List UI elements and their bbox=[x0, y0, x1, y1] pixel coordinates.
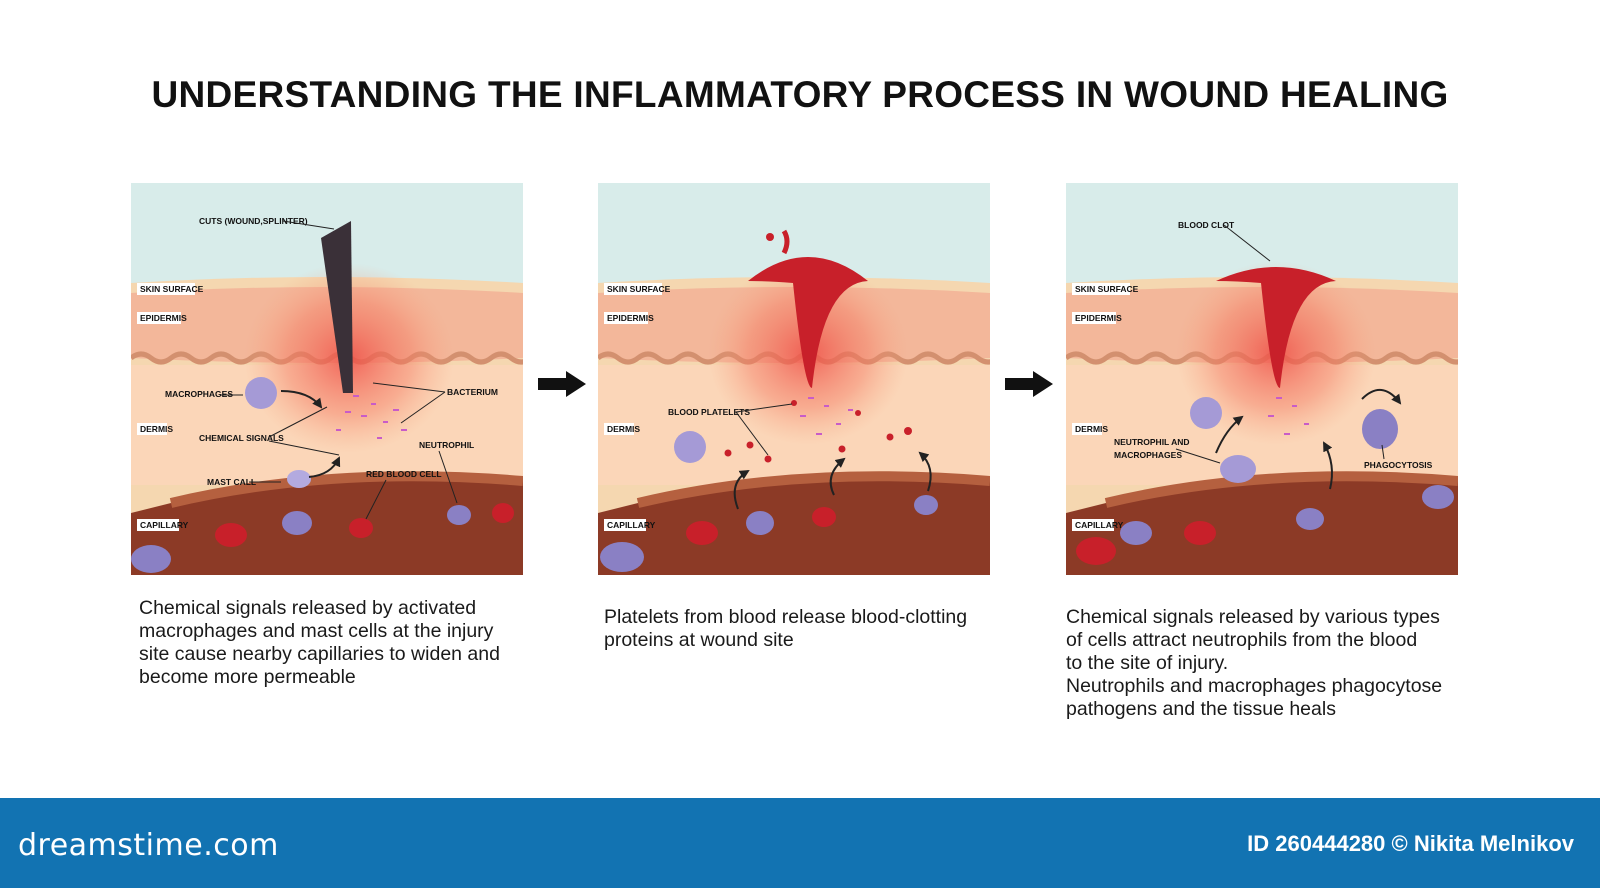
arrow-right-icon bbox=[1005, 371, 1053, 402]
macrophage-cell bbox=[245, 377, 277, 409]
label-red-blood-cell: RED BLOOD CELL bbox=[366, 469, 442, 479]
image-credit: ID 260444280 © Nikita Melnikov bbox=[1247, 831, 1574, 856]
label-cut: CUTS (WOUND,SPLINTER) bbox=[199, 216, 308, 226]
caption-panel-2: Platelets from blood release blood-clott… bbox=[604, 606, 967, 652]
caption-line: Chemical signals released by activated bbox=[139, 597, 477, 619]
panel-injury: CUTS (WOUND,SPLINTER) SKIN SURFACE EPIDE… bbox=[131, 183, 523, 575]
platelets bbox=[724, 400, 912, 463]
footer-bar: dreamstime.com ID 260444280 © Nikita Mel… bbox=[0, 798, 1600, 888]
caption-panel-3: Chemical signals released by various typ… bbox=[1066, 606, 1442, 721]
label-neutrophil: NEUTROPHIL bbox=[419, 440, 474, 450]
label-dermis: DERMIS bbox=[1075, 424, 1108, 434]
red-blood-cell bbox=[215, 523, 247, 547]
bacteria-cluster bbox=[336, 395, 407, 439]
caption-line: pathogens and the tissue heals bbox=[1066, 698, 1336, 720]
label-dermis: DERMIS bbox=[607, 424, 640, 434]
label-epidermis: EPIDERMIS bbox=[140, 313, 187, 323]
label-blood-clot: BLOOD CLOT bbox=[1178, 220, 1235, 230]
label-neutrophil-and: NEUTROPHIL AND bbox=[1114, 437, 1190, 447]
arrow-right-icon bbox=[538, 371, 586, 402]
label-capillary: CAPILLARY bbox=[140, 520, 189, 530]
label-skin-surface: SKIN SURFACE bbox=[607, 284, 671, 294]
caption-line: Neutrophils and macrophages phagocytose bbox=[1066, 675, 1443, 697]
page-title: UNDERSTANDING THE INFLAMMATORY PROCESS I… bbox=[151, 74, 1449, 115]
label-bacterium: BACTERIUM bbox=[447, 387, 498, 397]
label-skin-surface: SKIN SURFACE bbox=[1075, 284, 1139, 294]
panel-phagocytosis: BLOOD CLOT SKIN SURFACE EPIDERMIS DERMIS… bbox=[1066, 183, 1458, 575]
blood-clot-shape bbox=[1216, 267, 1336, 388]
label-mast-cell: MAST CALL bbox=[207, 477, 256, 487]
caption-line: of cells attract neutrophils from the bl… bbox=[1066, 629, 1418, 651]
mast-cell bbox=[287, 470, 311, 488]
label-macrophages: MACROPHAGES bbox=[165, 389, 233, 399]
neutrophil-cell bbox=[1220, 455, 1256, 483]
label-phagocytosis: PHAGOCYTOSIS bbox=[1364, 460, 1433, 470]
neutrophil-cell bbox=[282, 511, 312, 535]
brand-logo[interactable]: dreamstime.com bbox=[18, 828, 279, 863]
capillary-vessel bbox=[131, 476, 523, 575]
label-skin-surface: SKIN SURFACE bbox=[140, 284, 204, 294]
label-epidermis: EPIDERMIS bbox=[1075, 313, 1122, 323]
label-dermis: DERMIS bbox=[140, 424, 173, 434]
phagocyte-cell bbox=[1362, 409, 1398, 449]
caption-line: proteins at wound site bbox=[604, 629, 794, 651]
label-epidermis: EPIDERMIS bbox=[607, 313, 654, 323]
caption-line: macrophages and mast cells at the injury bbox=[139, 620, 494, 642]
caption-panel-1: Chemical signals released by activated m… bbox=[139, 597, 500, 689]
wound-bleed bbox=[748, 257, 868, 388]
caption-line: Chemical signals released by various typ… bbox=[1066, 606, 1440, 628]
caption-line: site cause nearby capillaries to widen a… bbox=[139, 643, 500, 665]
label-blood-platelets: BLOOD PLATELETS bbox=[668, 407, 750, 417]
caption-line: Platelets from blood release blood-clott… bbox=[604, 606, 968, 628]
panel-clotting: SKIN SURFACE EPIDERMIS BLOOD PLATELETS D… bbox=[598, 183, 990, 575]
label-chemical-signals: CHEMICAL SIGNALS bbox=[199, 433, 284, 443]
splinter-shape bbox=[321, 221, 353, 393]
caption-line: to the site of injury. bbox=[1066, 652, 1229, 674]
caption-line: become more permeable bbox=[139, 666, 356, 688]
label-capillary: CAPILLARY bbox=[1075, 520, 1124, 530]
label-capillary: CAPILLARY bbox=[607, 520, 656, 530]
label-macrophages: MACROPHAGES bbox=[1114, 450, 1182, 460]
